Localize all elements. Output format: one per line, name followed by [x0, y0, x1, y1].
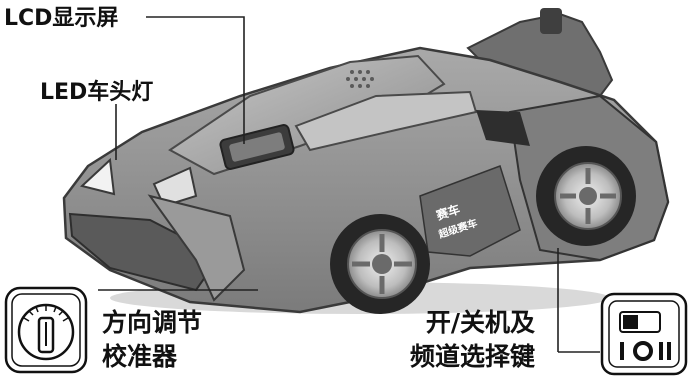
toy-car-illustration: 赛车 超级赛车 [62, 8, 670, 314]
side-panel [419, 165, 521, 257]
car-decal-line1: 赛车 [433, 201, 461, 223]
label-direction-calibrator: 方向调节 校准器 [102, 306, 202, 374]
label-power-channel-key: 开/关机及 频道选择键 [410, 306, 535, 374]
label-power-channel-key-line2: 频道选择键 [410, 342, 536, 371]
knob-icon [4, 286, 88, 374]
callout-lines [98, 16, 600, 353]
front-nose [147, 194, 246, 302]
label-lcd-screen: LCD显示屏 [4, 6, 119, 31]
rear-vent [476, 110, 530, 146]
label-direction-calibrator-line1: 方向调节 [102, 308, 203, 337]
rear-wheel [536, 146, 636, 246]
lcd-display-inner [229, 132, 285, 162]
speaker-grille [346, 70, 374, 88]
label-direction-calibrator-line2: 校准器 [102, 342, 178, 371]
switch-icon [600, 292, 688, 376]
switch-symbols [620, 341, 671, 361]
led-headlight-left [79, 157, 116, 196]
label-led-headlight: LED车头灯 [40, 80, 154, 105]
roof-cannon [294, 90, 478, 152]
label-power-channel-key-line1: 开/关机及 [425, 308, 536, 337]
callout-lcd [146, 16, 245, 144]
spoiler-fin [540, 8, 562, 34]
front-wheel [330, 214, 430, 314]
